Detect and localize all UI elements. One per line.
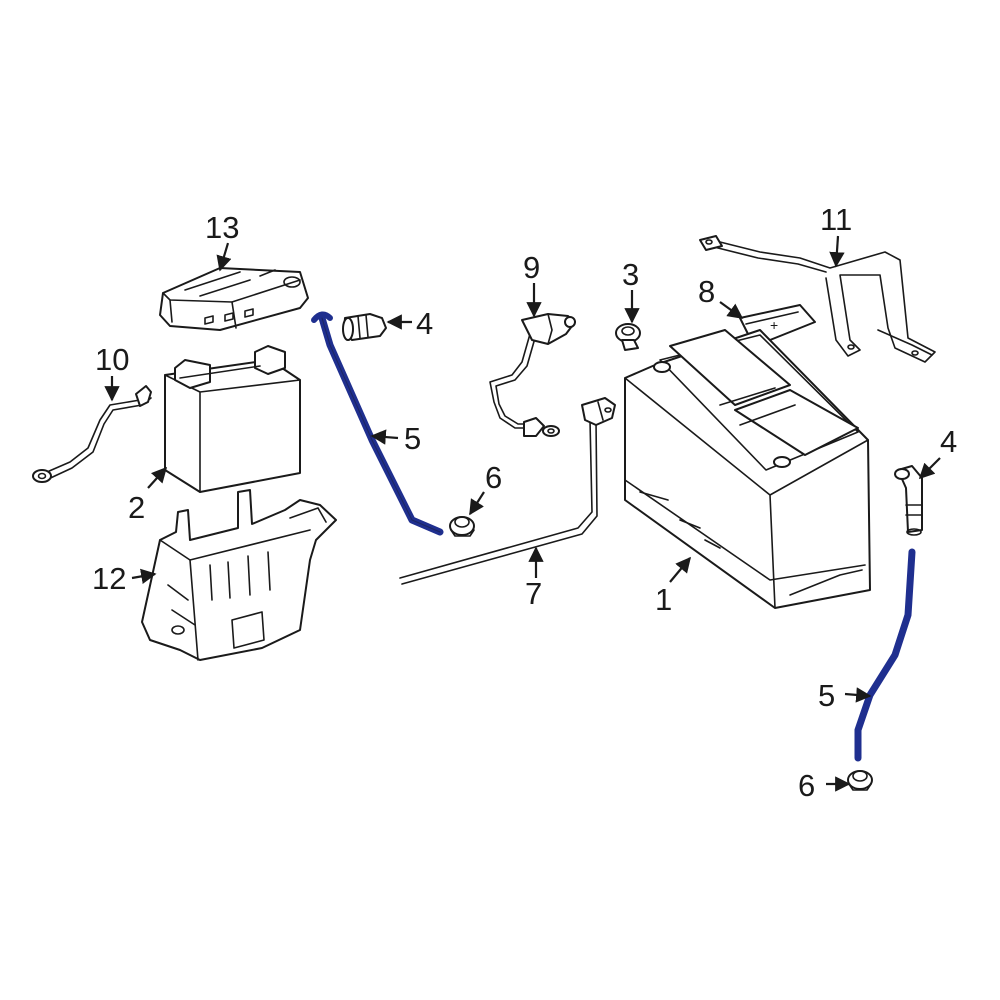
part-13-fuse-box[interactable] — [159, 267, 309, 331]
part-2-auxiliary-battery[interactable] — [164, 345, 301, 493]
callout-7: 7 — [525, 576, 542, 611]
part-5-vent-hose-right[interactable] — [854, 548, 916, 762]
callout-6-right: 6 — [798, 768, 815, 803]
part-4-elbow-fitting-right[interactable] — [894, 465, 923, 536]
callout-4-left: 4 — [416, 306, 433, 341]
callout-5-left: 5 — [404, 421, 421, 456]
part-6-grommet-right[interactable] — [847, 770, 873, 791]
cover-plus-mark: + — [770, 317, 778, 333]
part-4-elbow-fitting-left[interactable] — [342, 313, 387, 341]
callout-8: 8 — [698, 274, 715, 309]
part-11-hold-down-bracket[interactable] — [699, 235, 936, 363]
callout-5-right: 5 — [818, 678, 835, 713]
part-12-battery-tray[interactable] — [141, 489, 337, 661]
part-7-negative-cable[interactable] — [399, 397, 616, 585]
callout-3: 3 — [622, 257, 639, 292]
callout-1: 1 — [655, 582, 672, 617]
callout-2: 2 — [128, 490, 145, 525]
callout-labels: 13 10 2 12 4 5 6 9 3 8 11 7 1 4 5 6 — [92, 202, 957, 803]
part-3-vent-plug[interactable] — [615, 323, 641, 351]
part-1-main-battery[interactable] — [624, 329, 871, 609]
callout-11: 11 — [820, 202, 852, 237]
callout-4-right: 4 — [940, 424, 957, 459]
callout-6-left: 6 — [485, 460, 502, 495]
callout-13: 13 — [205, 210, 239, 245]
callout-12: 12 — [92, 561, 126, 596]
part-6-grommet-left[interactable] — [449, 516, 475, 537]
callout-arrows — [104, 235, 941, 792]
callout-10: 10 — [95, 342, 129, 377]
part-9-positive-cable[interactable] — [489, 313, 576, 437]
callout-9: 9 — [523, 250, 540, 285]
part-10-ground-cable[interactable] — [32, 385, 152, 483]
